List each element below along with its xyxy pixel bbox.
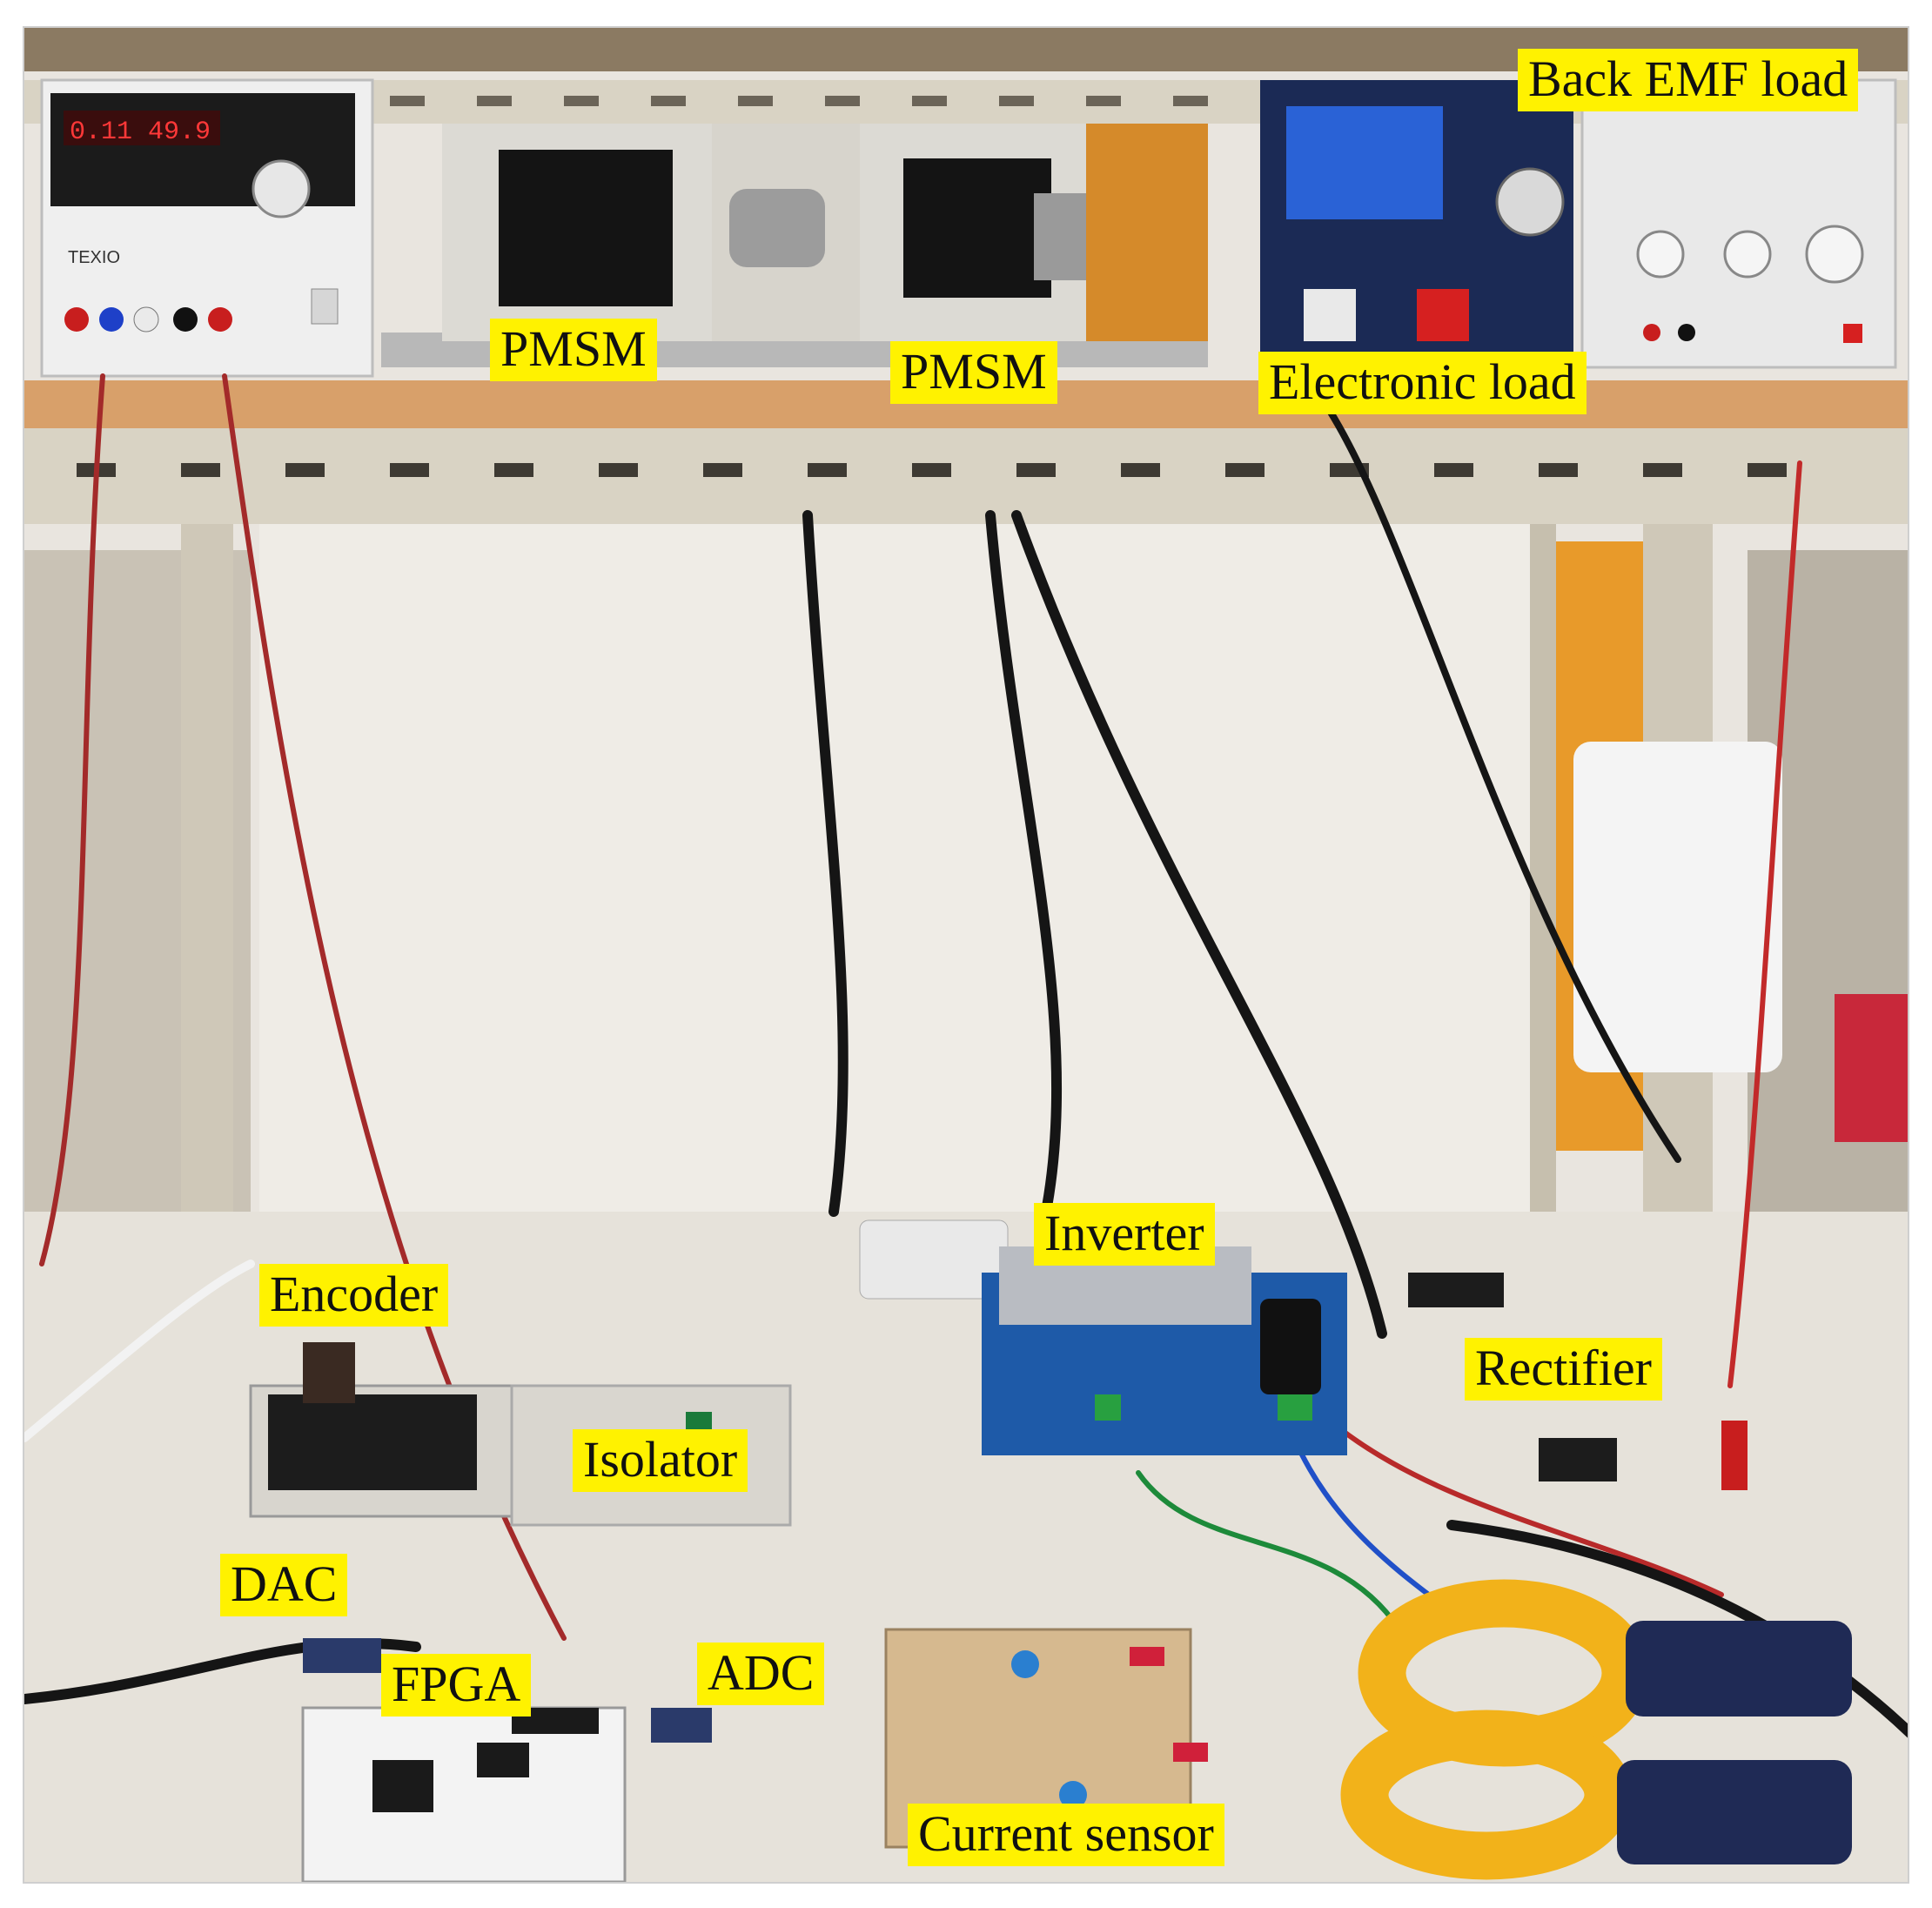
label-adc: ADC: [697, 1643, 825, 1705]
label-electronic-load: Electronic load: [1258, 352, 1587, 414]
white-bucket: [1573, 742, 1782, 1072]
label-inverter: Inverter: [1034, 1203, 1215, 1266]
back-emf-load-unit: [1580, 78, 1897, 369]
current-clamps: [1340, 1579, 1852, 1880]
white-backdrop: [259, 524, 1530, 1220]
encoder-board: [249, 1342, 513, 1518]
label-encoder: Encoder: [259, 1264, 449, 1327]
shelf-rail-slots: [77, 463, 1787, 477]
label-fpga: FPGA: [381, 1654, 532, 1717]
photo-frame: 0.11 49.9 TEXIO: [23, 26, 1909, 1884]
lab-test-bench-photo: 0.11 49.9 TEXIO: [24, 28, 1908, 1882]
power-supply-brand-text: TEXIO: [68, 248, 120, 267]
label-isolator: Isolator: [573, 1429, 748, 1492]
dac-module: [303, 1638, 381, 1673]
adc-module: [651, 1708, 712, 1743]
dc-power-supply: 0.11 49.9 TEXIO: [40, 78, 374, 378]
inverter-board: [982, 1246, 1347, 1455]
shelf-front-rail: [24, 428, 1908, 524]
rectifier-bridge: [1539, 1438, 1617, 1481]
label-rectifier: Rectifier: [1465, 1338, 1662, 1401]
label-pmsm-right: PMSM: [890, 341, 1057, 404]
red-tin: [1835, 994, 1908, 1142]
electronic-load-unit: [1260, 80, 1573, 359]
label-back-emf-load: Back EMF load: [1518, 49, 1859, 111]
label-dac: DAC: [220, 1554, 348, 1616]
power-supply-display-text: 0.11 49.9: [70, 118, 211, 147]
label-current-sensor: Current sensor: [908, 1804, 1224, 1866]
fpga-board: [301, 1706, 627, 1882]
left-shelf-leg: [181, 524, 233, 1238]
label-pmsm-left: PMSM: [490, 319, 657, 381]
rectifier-connector: [1721, 1421, 1748, 1490]
terminal-block: [1408, 1273, 1504, 1307]
